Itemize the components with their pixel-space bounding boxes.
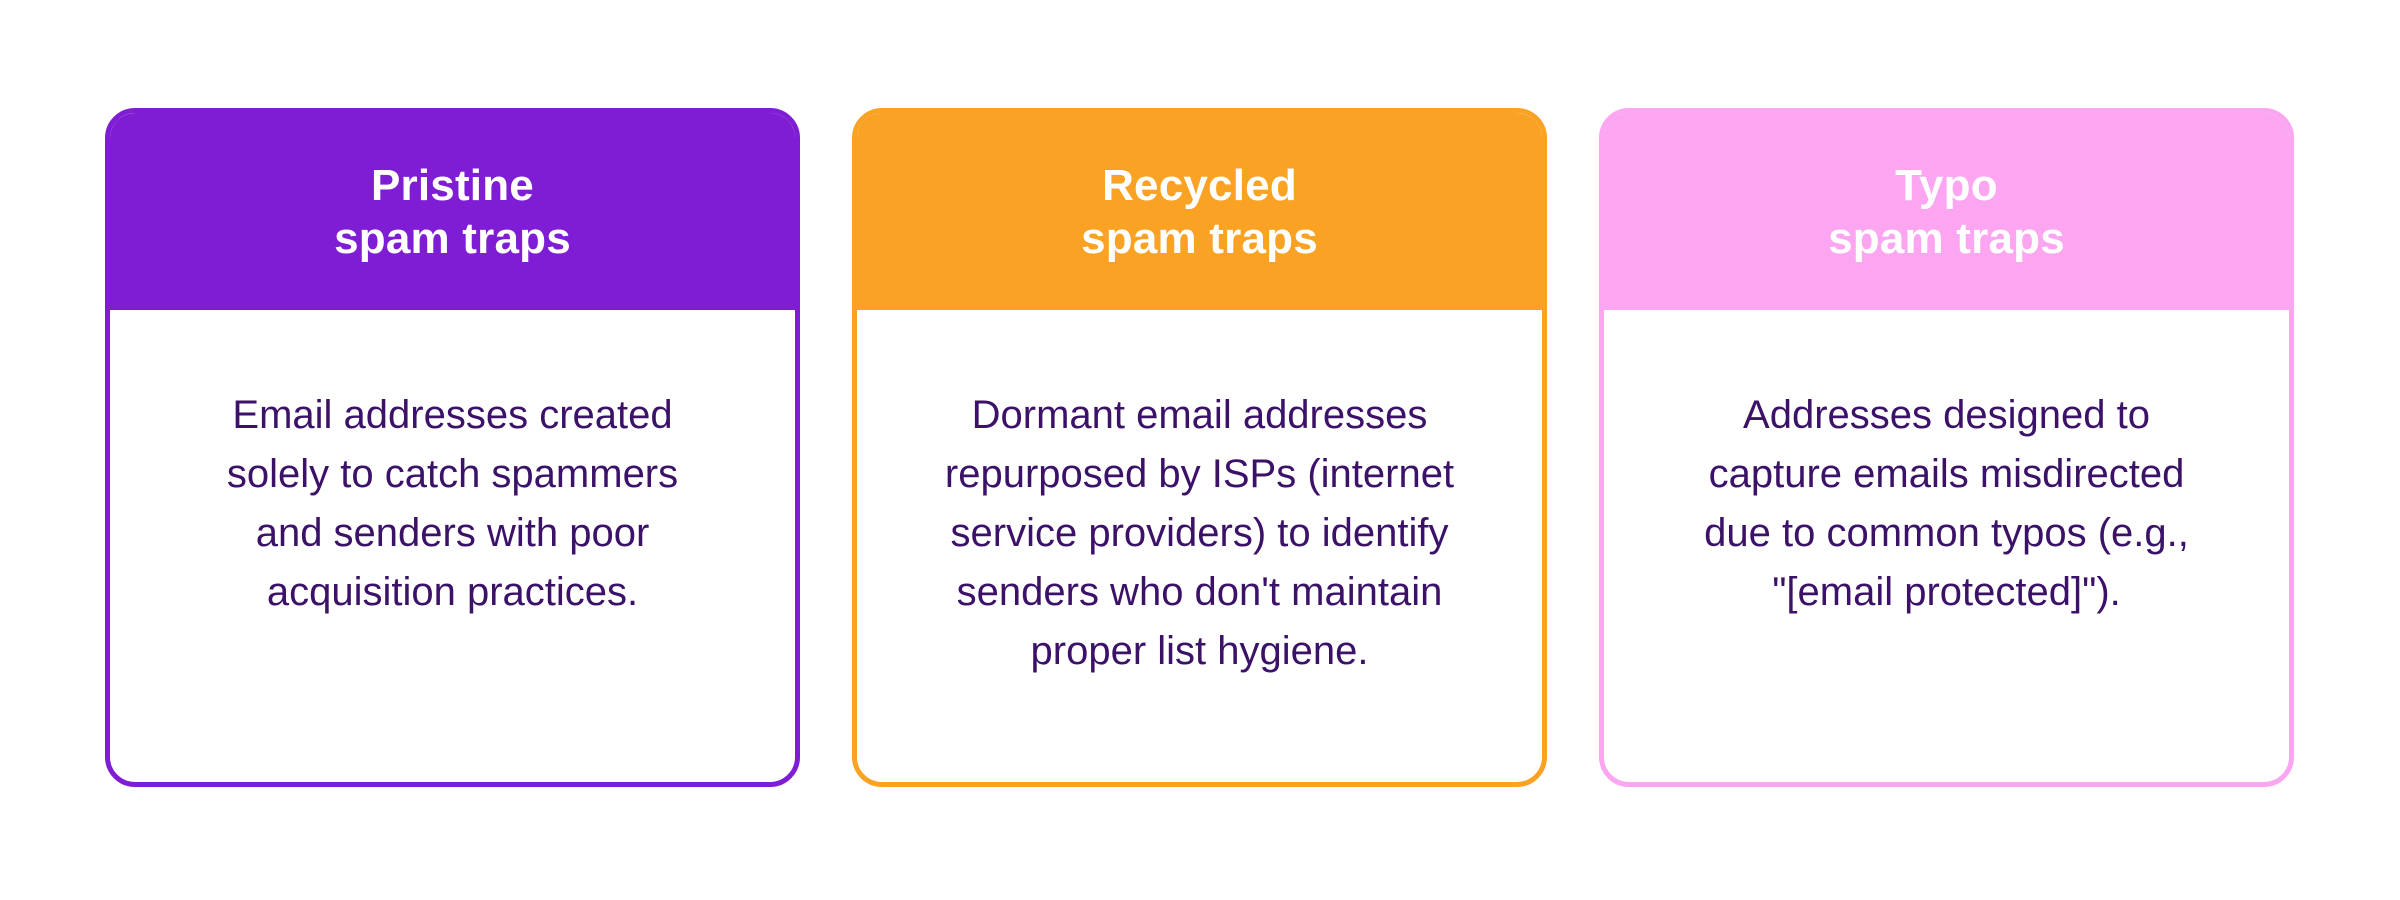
card-title-typo: Typo spam traps	[1828, 160, 2065, 263]
card-title-pristine: Pristine spam traps	[334, 160, 571, 263]
card-recycled-spam-traps: Recycled spam traps Dormant email addres…	[852, 108, 1547, 787]
card-body-recycled: Dormant email addresses repurposed by IS…	[857, 310, 1542, 782]
card-body-typo: Addresses designed to capture emails mis…	[1604, 310, 2289, 782]
card-typo-spam-traps: Typo spam traps Addresses designed to ca…	[1599, 108, 2294, 787]
card-description-pristine: Email addresses created solely to catch …	[226, 393, 679, 614]
card-body-pristine: Email addresses created solely to catch …	[110, 310, 795, 782]
card-header-typo: Typo spam traps	[1604, 113, 2289, 310]
card-description-recycled: Dormant email addresses repurposed by IS…	[944, 393, 1455, 673]
spam-trap-cards-row: Pristine spam traps Email addresses crea…	[105, 108, 2294, 787]
card-pristine-spam-traps: Pristine spam traps Email addresses crea…	[105, 108, 800, 787]
card-title-recycled: Recycled spam traps	[1081, 160, 1318, 263]
card-description-typo: Addresses designed to capture emails mis…	[1704, 393, 2189, 614]
card-header-recycled: Recycled spam traps	[857, 113, 1542, 310]
card-header-pristine: Pristine spam traps	[110, 113, 795, 310]
